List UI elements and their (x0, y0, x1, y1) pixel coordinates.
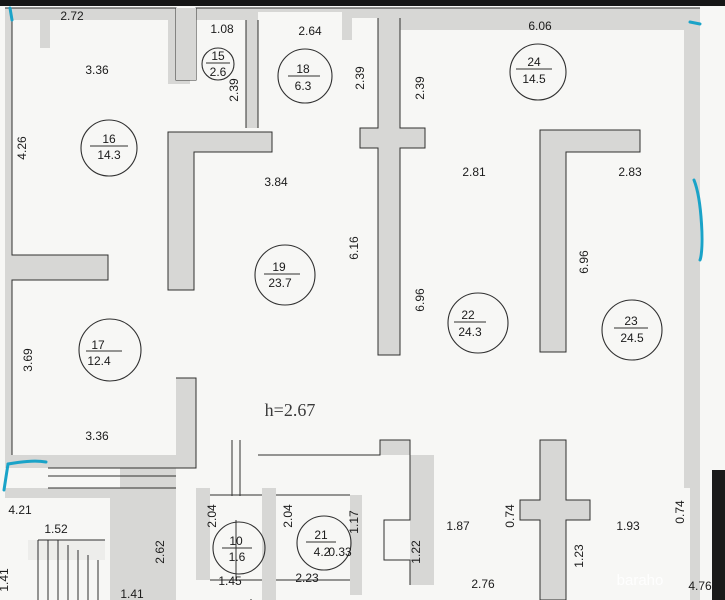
interior-walls (5, 8, 700, 600)
svg-text:1.6: 1.6 (229, 550, 246, 564)
svg-text:4.2: 4.2 (314, 545, 331, 559)
svg-text:16: 16 (102, 132, 116, 146)
svg-text:1.08: 1.08 (210, 22, 234, 36)
svg-text:1.41: 1.41 (120, 587, 144, 600)
svg-text:2.81: 2.81 (462, 165, 486, 179)
svg-text:2.23: 2.23 (295, 571, 319, 585)
svg-text:1.52: 1.52 (44, 522, 68, 536)
svg-text:2.83: 2.83 (618, 165, 642, 179)
svg-text:10: 10 (229, 534, 243, 548)
svg-text:4.26: 4.26 (15, 136, 29, 160)
svg-text:1.22: 1.22 (409, 540, 423, 564)
room-10: 10 1.6 (212, 521, 266, 575)
room-23: 23 24.5 (601, 299, 663, 361)
svg-text:1.87: 1.87 (446, 519, 470, 533)
room-16: 16 14.3 (80, 119, 138, 177)
svg-text:2.39: 2.39 (227, 78, 241, 102)
room-24: 24 14.5 (509, 43, 567, 101)
svg-text:14.3: 14.3 (97, 148, 121, 162)
svg-text:1.17: 1.17 (347, 510, 361, 534)
svg-text:2.62: 2.62 (153, 540, 167, 564)
door-openings (231, 440, 252, 600)
svg-text:24.3: 24.3 (458, 325, 482, 339)
svg-text:0.33: 0.33 (328, 545, 352, 559)
svg-text:15: 15 (211, 49, 225, 63)
room-21: 21 4.2 (296, 515, 352, 571)
svg-text:6.96: 6.96 (413, 288, 427, 312)
svg-text:24: 24 (527, 55, 541, 69)
svg-text:2.39: 2.39 (353, 66, 367, 90)
dimension-labels: 2.72 1.08 2.64 6.06 3.36 2.39 2.39 2.39 … (0, 9, 712, 600)
svg-text:6.16: 6.16 (347, 236, 361, 260)
svg-text:24.5: 24.5 (620, 331, 644, 345)
svg-text:21: 21 (314, 528, 328, 542)
highlight-marks (2, 6, 704, 492)
svg-text:6.3: 6.3 (295, 79, 312, 93)
svg-text:22: 22 (461, 308, 475, 322)
svg-text:3.36: 3.36 (85, 429, 109, 443)
svg-text:2.64: 2.64 (298, 24, 322, 38)
svg-text:2.72: 2.72 (60, 9, 84, 23)
room-22: 22 24.3 (447, 292, 509, 354)
svg-text:6.96: 6.96 (577, 250, 591, 274)
svg-text:2.04: 2.04 (205, 504, 219, 528)
svg-text:12.4: 12.4 (87, 354, 111, 368)
svg-text:0.74: 0.74 (503, 504, 517, 528)
svg-text:0.74: 0.74 (673, 500, 687, 524)
svg-text:1.45: 1.45 (218, 574, 242, 588)
right-edge-shadow (712, 470, 725, 600)
svg-text:3.36: 3.36 (85, 63, 109, 77)
room-18: 18 6.3 (277, 48, 333, 104)
svg-text:19: 19 (272, 260, 286, 274)
watermark-text: baraho (617, 572, 664, 589)
svg-text:6.06: 6.06 (528, 19, 552, 33)
svg-text:2.04: 2.04 (281, 504, 295, 528)
svg-text:2.76: 2.76 (471, 577, 495, 591)
svg-text:2.6: 2.6 (210, 65, 227, 79)
svg-text:18: 18 (296, 62, 310, 76)
svg-text:1.93: 1.93 (616, 519, 640, 533)
room-19: 19 23.7 (254, 244, 316, 306)
svg-text:1.41: 1.41 (0, 568, 11, 592)
svg-text:17: 17 (91, 338, 105, 352)
svg-text:3.69: 3.69 (21, 348, 35, 372)
room-17: 17 12.4 (78, 318, 142, 382)
staircase (37, 539, 105, 600)
svg-text:4.76: 4.76 (688, 579, 712, 593)
ceiling-height-label: h=2.67 (265, 400, 316, 420)
svg-text:2.39: 2.39 (413, 76, 427, 100)
svg-text:14.5: 14.5 (522, 72, 546, 86)
room-15: 15 2.6 (201, 47, 235, 81)
top-frame (0, 0, 725, 6)
svg-text:23.7: 23.7 (268, 276, 292, 290)
svg-text:23: 23 (624, 314, 638, 328)
room-labels: 15 2.6 16 14.3 17 12.4 18 6.3 19 23.7 (78, 43, 663, 575)
svg-text:3.84: 3.84 (264, 175, 288, 189)
svg-text:1.23: 1.23 (572, 544, 586, 568)
svg-text:4.21: 4.21 (8, 503, 32, 517)
